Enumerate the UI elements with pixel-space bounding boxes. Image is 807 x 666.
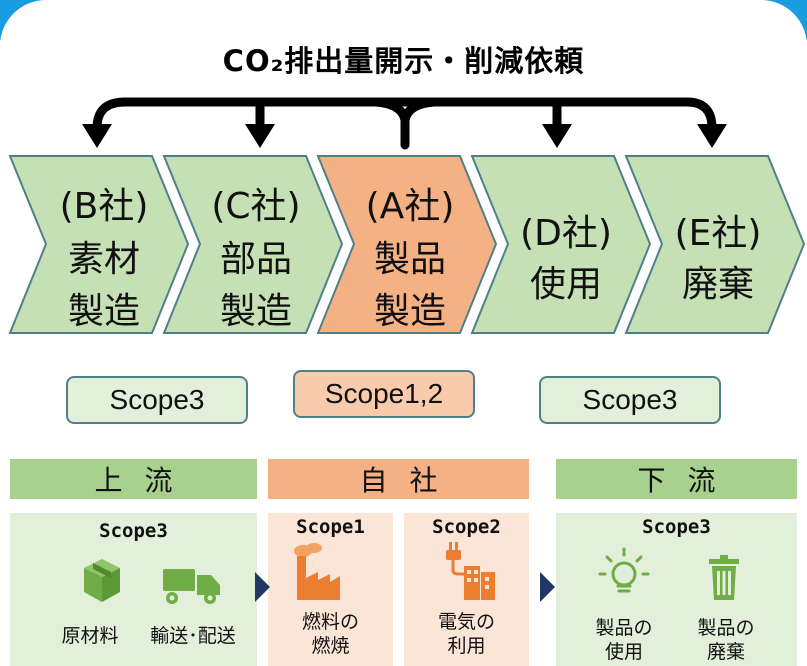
arrow-heads — [82, 124, 727, 148]
diagram-title: CO₂排出量開示・削減依頼 — [222, 44, 585, 78]
chevron-a: (A社) 製品 製造 — [316, 155, 498, 334]
fuel-combustion-line1: 燃料の — [301, 611, 359, 633]
chevron-e-line2: 廃棄 — [682, 264, 754, 305]
fuel-combustion-line2: 燃焼 — [311, 635, 350, 657]
chevron-d: (D社) 使用 — [470, 155, 652, 334]
request-arrows — [92, 97, 717, 150]
chevron-c-line2: 部品 — [220, 239, 292, 280]
arrow-head-b — [82, 124, 112, 148]
box-icon — [84, 559, 120, 602]
electric-plug-building-icon — [446, 542, 495, 600]
upstream-scope-label: Scope3 — [99, 520, 168, 542]
upstream-band: 上流 — [94, 464, 195, 497]
scope3-upstream-box: Scope3 — [66, 376, 248, 424]
chevron-b-line2: 素材 — [68, 239, 140, 280]
chevron-b: (B社) 素材 製造 — [8, 155, 190, 334]
chevron-b-line1: (B社) — [60, 186, 149, 227]
electricity-use-line1: 電気の — [437, 611, 495, 633]
trash-can-icon — [709, 555, 739, 600]
chevron-a-line1: (A社) — [366, 186, 455, 227]
raw-materials-label: 原材料 — [61, 625, 119, 647]
arrow-head-d — [542, 124, 572, 148]
electricity-use-line2: 利用 — [447, 635, 486, 657]
request-arrow-source — [371, 97, 439, 150]
downstream-band-bg — [556, 459, 797, 499]
chevron-e: (E社) 廃棄 — [624, 155, 806, 334]
scope1-label: Scope1 — [296, 516, 365, 538]
product-use-line2: 使用 — [604, 641, 643, 663]
downstream-scope-label: Scope3 — [642, 516, 711, 538]
request-arrow-line — [92, 97, 717, 133]
chevron-e-line1: (E社) — [675, 213, 762, 254]
product-disposal-line1: 製品の — [697, 617, 755, 639]
arrow-head-c — [245, 124, 275, 148]
chevron-c-line3: 製造 — [220, 291, 292, 332]
truck-icon — [163, 569, 220, 604]
scope12-box: Scope1,2 — [293, 370, 475, 418]
triangle-arrow-icon — [540, 572, 555, 602]
chevron-a-line3: 製造 — [374, 291, 446, 332]
downstream-band: 下流 — [637, 464, 738, 497]
chevron-d-line2: 使用 — [530, 264, 602, 305]
product-disposal-line2: 廃棄 — [706, 641, 745, 663]
light-bulb-icon — [598, 547, 650, 593]
scope2-label: Scope2 — [432, 516, 501, 538]
arrow-head-e — [697, 124, 727, 148]
factory-icon — [294, 543, 340, 600]
chevron-c: (C社) 部品 製造 — [162, 155, 344, 334]
chevron-d-line1: (D社) — [520, 213, 612, 254]
chevron-b-line3: 製造 — [68, 291, 140, 332]
downstream-panel-bg — [556, 513, 797, 666]
own-company-band: 自社 — [359, 464, 460, 497]
transport-label: 輸送･配送 — [150, 625, 236, 647]
own-band-bg — [268, 459, 529, 499]
chevron-a-line2: 製品 — [374, 239, 446, 280]
product-use-line1: 製品の — [595, 617, 653, 639]
triangle-arrow-icon — [255, 572, 270, 602]
upstream-band-bg — [10, 459, 257, 499]
scope3-downstream-box: Scope3 — [539, 376, 721, 424]
chevron-c-line1: (C社) — [211, 186, 300, 227]
